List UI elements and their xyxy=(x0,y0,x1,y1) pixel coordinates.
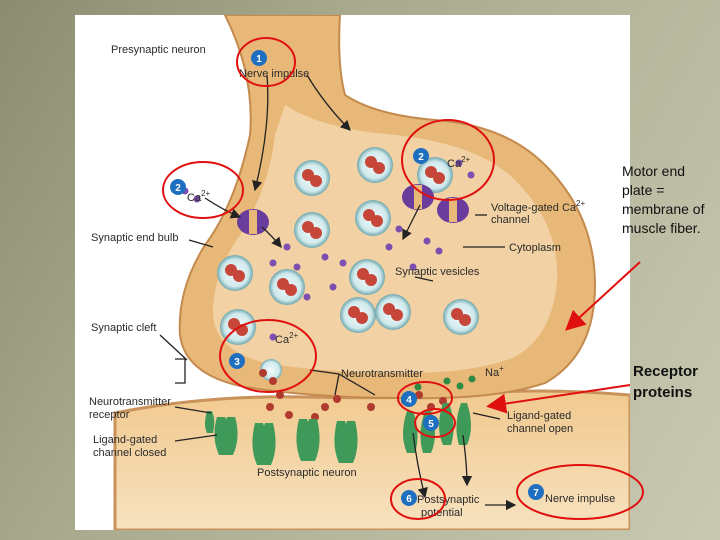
step-badge-3: 3 xyxy=(229,353,245,369)
label-synaptic-end-bulb: Synaptic end bulb xyxy=(91,232,178,244)
annotation-oval-step-2-left xyxy=(162,161,244,219)
synapse-diagram: Presynaptic neuron Nerve impulse Ca2+ Ca… xyxy=(75,15,630,530)
synaptic-vesicles xyxy=(217,147,479,381)
label-ca-top: Ca2+ xyxy=(447,155,471,170)
annotation-oval-step-1 xyxy=(236,37,296,87)
step-badge-6: 6 xyxy=(401,490,417,506)
label-nerve-impulse-top: Nerve impulse xyxy=(239,68,309,80)
label-na: Na+ xyxy=(485,364,504,379)
label-ca-left: Ca2+ xyxy=(187,189,211,204)
label-presynaptic-neuron: Presynaptic neuron xyxy=(111,44,206,56)
label-postsynaptic-neuron: Postsynaptic neuron xyxy=(257,467,357,479)
annotation-arrow-motor-end-plate xyxy=(565,261,641,331)
step-badge-2-left: 2 xyxy=(170,179,186,195)
synapse-illustration: Presynaptic neuron Nerve impulse Ca2+ Ca… xyxy=(89,15,630,530)
svg-text:6: 6 xyxy=(406,494,412,505)
step-badge-1: 1 xyxy=(251,50,267,66)
svg-text:5: 5 xyxy=(428,419,434,430)
ligand-gated-channels xyxy=(205,403,471,465)
svg-text:3: 3 xyxy=(234,357,240,368)
label-nerve-impulse-bottom: Nerve impulse xyxy=(545,493,615,505)
svg-text:4: 4 xyxy=(406,395,412,406)
label-ca-bottom: Ca2+ xyxy=(275,331,299,346)
label-cytoplasm: Cytoplasm xyxy=(509,242,561,254)
step-badge-4: 4 xyxy=(401,391,417,407)
step-badge-2-top: 2 xyxy=(413,148,429,164)
svg-text:2: 2 xyxy=(418,152,424,163)
receptor-proteins-note: Receptor proteins xyxy=(633,363,699,401)
label-neurotransmitter: Neurotransmitter xyxy=(341,368,423,380)
annotation-oval-step-2-top xyxy=(401,119,495,201)
annotation-oval-step-5 xyxy=(414,408,456,438)
annotation-oval-step-3 xyxy=(219,319,317,393)
step-badge-7: 7 xyxy=(528,484,544,500)
motor-end-plate-note: Motor end plate = membrane of muscle fib… xyxy=(622,163,705,236)
sodium-ions xyxy=(414,375,476,391)
svg-text:2: 2 xyxy=(175,183,181,194)
label-voltage-gated-channel: Voltage-gated Ca2+channel xyxy=(491,199,585,226)
step-badge-5: 5 xyxy=(423,415,439,431)
svg-text:7: 7 xyxy=(533,488,539,499)
label-synaptic-cleft: Synaptic cleft xyxy=(91,322,156,334)
annotation-oval-step-4 xyxy=(397,381,453,415)
label-synaptic-vesicles: Synaptic vesicles xyxy=(395,266,480,278)
annotation-arrow-receptor-proteins xyxy=(486,384,631,414)
svg-text:1: 1 xyxy=(256,54,262,65)
annotation-oval-step-6 xyxy=(390,478,446,520)
voltage-gated-channels xyxy=(237,184,469,235)
annotation-oval-step-7 xyxy=(516,464,644,520)
